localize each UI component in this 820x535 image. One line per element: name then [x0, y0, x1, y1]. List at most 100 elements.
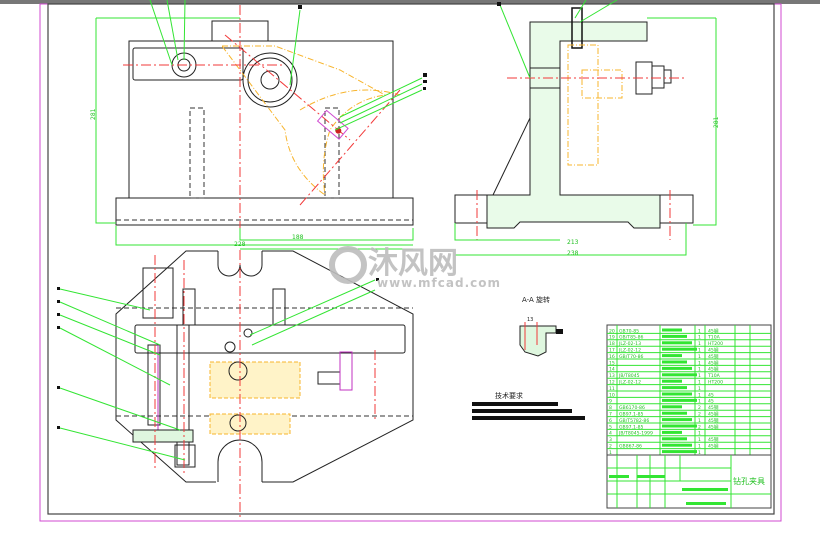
top-view	[57, 248, 414, 520]
parts-row-material: T10A	[707, 335, 721, 341]
parts-row-no: 3	[609, 437, 612, 443]
parts-row-name-block	[662, 341, 692, 345]
parts-row-no: 15	[609, 360, 615, 366]
watermark-url: www.mfcad.com	[377, 276, 501, 290]
parts-row-qty: 1	[698, 450, 701, 456]
parts-row-no: 17	[609, 348, 615, 354]
frame-border	[47, 3, 775, 515]
tech-requirements: 技术要求	[472, 391, 585, 420]
parts-row-name-block	[662, 392, 692, 396]
parts-row-material: 45钢	[708, 443, 719, 450]
parts-row-name-block	[662, 347, 697, 351]
parts-row-qty: 1	[698, 399, 701, 405]
parts-row-code: GB97.1-85	[619, 412, 644, 418]
parts-row-no: 6	[609, 418, 612, 424]
parts-row-no: 16	[609, 354, 615, 360]
viewer-top-bar	[0, 0, 820, 4]
parts-row-no: 7	[609, 412, 612, 418]
parts-row-code: JB/T8045	[618, 373, 640, 379]
parts-row-no: 1	[609, 450, 612, 456]
parts-row-no: 11	[609, 386, 615, 392]
parts-row-name-block	[662, 386, 687, 390]
parts-row-material: 45钢	[708, 423, 719, 430]
section-dimension: 13	[527, 317, 533, 323]
parts-row-no: 5	[609, 424, 612, 430]
section-label: A-A 旋转	[522, 295, 550, 304]
parts-row-code: JLZ-02-13	[618, 341, 641, 347]
parts-row-qty: 1	[698, 341, 701, 347]
dim-front-width-half: 188	[292, 234, 304, 241]
parts-row-qty: 1	[698, 328, 701, 334]
watermark: 沐风网 www.mfcad.com	[329, 246, 501, 290]
dim-side-height: 281	[713, 116, 720, 128]
parts-row-material: 45钢	[708, 359, 719, 366]
parts-row-name-block	[662, 450, 697, 454]
parts-row-material: 45钢	[708, 411, 719, 418]
parts-row-name-block	[662, 379, 682, 383]
parts-row-name-block	[662, 366, 692, 370]
front-view: 281 228 188	[90, 0, 427, 248]
dim-side-width-total: 238	[567, 250, 579, 257]
parts-row-qty: 2	[698, 412, 701, 418]
parts-row-no: 20	[609, 328, 615, 334]
parts-row-material: 45钢	[708, 436, 719, 443]
parts-row-name-block	[662, 328, 682, 332]
parts-row-material: 45	[708, 392, 714, 398]
parts-row-qty: 2	[698, 424, 701, 430]
parts-row-no: 10	[609, 392, 615, 398]
parts-row-name-block	[662, 398, 697, 402]
dim-side-width-inner: 213	[567, 239, 579, 246]
parts-row-no: 8	[609, 405, 612, 411]
parts-row-material: 45钢	[708, 327, 719, 334]
parts-row-code: GB/T5782-86	[619, 418, 649, 424]
parts-row-no: 19	[609, 335, 615, 341]
parts-row-name-block	[662, 411, 687, 415]
parts-row-no: 4	[609, 431, 612, 437]
parts-row-name-block	[662, 430, 682, 434]
parts-row-name-block	[662, 354, 682, 358]
parts-row-code: JLZ-02-12	[618, 348, 641, 354]
parts-row-code: GB97.1-85	[619, 424, 644, 430]
parts-row-qty: 2	[698, 405, 701, 411]
parts-row-qty: 1	[698, 354, 701, 360]
section-a-a: A-A 旋转 13	[519, 295, 563, 357]
parts-row-qty: 1	[698, 418, 701, 424]
dim-front-height: 281	[90, 108, 97, 120]
parts-row-material: T10A	[707, 373, 721, 379]
dim-front-width-total: 228	[234, 241, 246, 248]
parts-row-code: JB/T8045-1999	[618, 431, 653, 437]
parts-row-code: GB70-85	[619, 328, 639, 334]
parts-row-qty: 1	[698, 348, 701, 354]
parts-row-material: HT200	[708, 380, 723, 386]
parts-row-no: 12	[609, 380, 615, 386]
parts-row-qty: 1	[698, 360, 701, 366]
tech-requirements-title: 技术要求	[495, 391, 523, 400]
parts-row-name-block	[662, 437, 687, 441]
parts-row-qty: 1	[698, 386, 701, 392]
parts-row-material: 45	[708, 399, 714, 405]
parts-row-material: HT200	[708, 341, 723, 347]
parts-row-code: GB/T70-86	[619, 354, 643, 360]
parts-row-material: 45钢	[708, 353, 719, 360]
parts-row-name-block	[662, 424, 697, 428]
parts-row-qty: 1	[698, 437, 701, 443]
parts-row-qty: 1	[698, 444, 701, 450]
parts-row-name-block	[662, 443, 692, 447]
parts-row-qty: 1	[698, 431, 701, 437]
parts-row-qty: 1	[698, 373, 701, 379]
parts-row-qty: 1	[698, 367, 701, 373]
parts-row-material: 45钢	[708, 347, 719, 354]
parts-row-material: 45钢	[708, 417, 719, 424]
parts-row-name-block	[662, 405, 682, 409]
parts-row-no: 13	[609, 373, 615, 379]
parts-row-name-block	[662, 334, 687, 338]
parts-row-no: 9	[609, 399, 612, 405]
parts-row-name-block	[662, 373, 697, 377]
parts-row-qty: 1	[698, 335, 701, 341]
parts-row-name-block	[662, 418, 692, 422]
title-block-name: 钻孔夹具	[733, 476, 765, 486]
watermark-brand: 沐风网	[368, 246, 458, 281]
parts-row-code: GB6170-86	[619, 405, 645, 411]
